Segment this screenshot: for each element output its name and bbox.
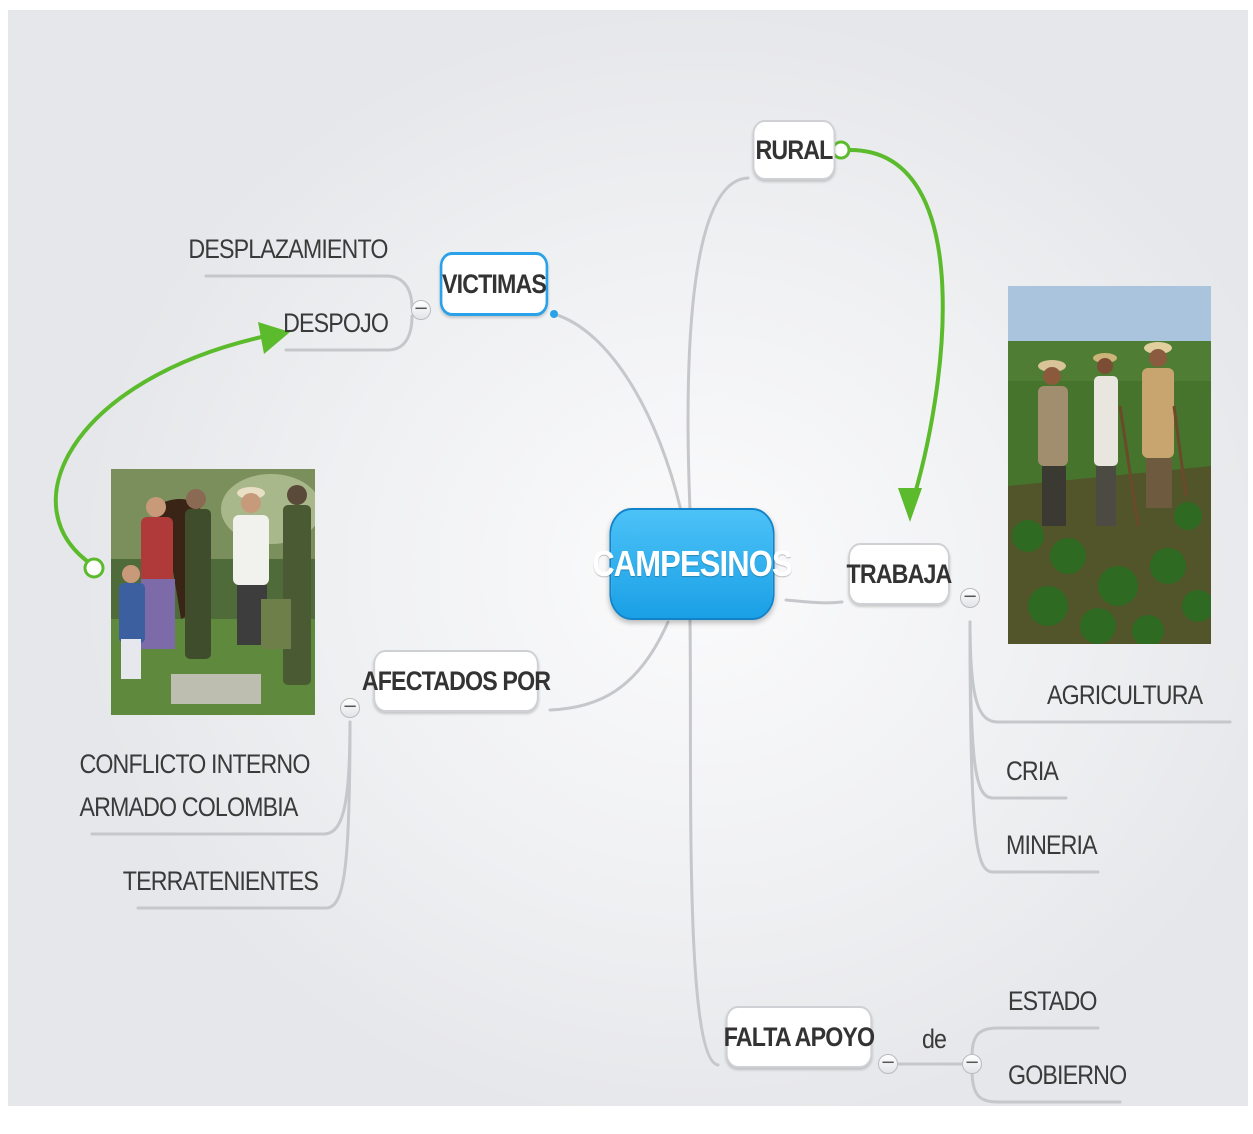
campesinos-con-soldados-photo[interactable] — [111, 469, 315, 715]
link-desplazamiento — [204, 274, 414, 310]
subtopic-estado[interactable]: ESTADO — [1008, 986, 1097, 1016]
collapse-afectados-toggle[interactable]: − — [340, 698, 360, 718]
connector-label-de: de — [921, 1024, 947, 1054]
collapse-victimas-toggle[interactable]: − — [411, 300, 431, 320]
link-victimas — [552, 312, 684, 517]
topic-afectados-por[interactable]: AFECTADOS POR — [362, 650, 551, 712]
link-estado — [970, 1026, 1100, 1058]
central-topic-campesinos[interactable]: CAMPESINOS — [592, 508, 793, 620]
selection-handle — [550, 310, 558, 318]
arrowhead-trabaja — [898, 488, 922, 522]
collapse-falta-apoyo-toggle[interactable]: − — [878, 1054, 898, 1074]
topic-victimas[interactable]: VICTIMAS — [439, 252, 549, 316]
subtopic-terratenientes[interactable]: TERRATENIENTES — [122, 866, 319, 896]
relationship-handle-photo — [83, 557, 105, 579]
subtopic-despojo[interactable]: DESPOJO — [283, 308, 389, 338]
link-gobierno — [970, 1068, 1122, 1104]
campesinos-trabajando-image — [1008, 286, 1211, 644]
subtopic-desplazamiento[interactable]: DESPLAZAMIENTO — [188, 234, 389, 264]
link-mineria — [968, 620, 1100, 874]
subtopic-conflicto-interno[interactable]: CONFLICTO INTERNO ARMADO COLOMBIA — [79, 749, 311, 823]
topic-rural[interactable]: RURAL — [752, 120, 836, 180]
link-despojo — [284, 314, 414, 352]
relationship-arrow-rural-trabaja — [848, 148, 945, 512]
topic-falta-apoyo[interactable]: FALTA APOYO — [724, 1006, 875, 1068]
subtopic-mineria[interactable]: MINERIA — [1006, 830, 1098, 860]
collapse-de-toggle[interactable]: − — [962, 1054, 982, 1074]
relationship-handle-rural — [831, 140, 851, 160]
link-trabaja — [784, 598, 844, 605]
subtopic-agricultura[interactable]: AGRICULTURA — [1047, 680, 1203, 710]
link-afectados — [548, 620, 670, 712]
collapse-trabaja-toggle[interactable]: − — [960, 588, 980, 608]
connection-lines — [53, 140, 1232, 1104]
link-rural — [686, 176, 750, 512]
mind-map-canvas[interactable]: CAMPESINOS VICTIMAS AFECTADOS POR RURAL … — [8, 10, 1248, 1106]
campesinos-trabajando-en-cultivo-photo[interactable] — [1008, 286, 1211, 644]
campesinos-con-soldados-image — [111, 469, 315, 715]
link-falta-apoyo — [688, 618, 720, 1067]
relationship-arrow-photo-despojo — [53, 334, 268, 568]
subtopic-cria[interactable]: CRIA — [1006, 756, 1059, 786]
subtopic-gobierno[interactable]: GOBIERNO — [1008, 1060, 1127, 1090]
link-terratenientes — [136, 720, 352, 910]
arrowhead-despojo — [258, 322, 290, 354]
topic-trabaja[interactable]: TRABAJA — [847, 543, 952, 605]
